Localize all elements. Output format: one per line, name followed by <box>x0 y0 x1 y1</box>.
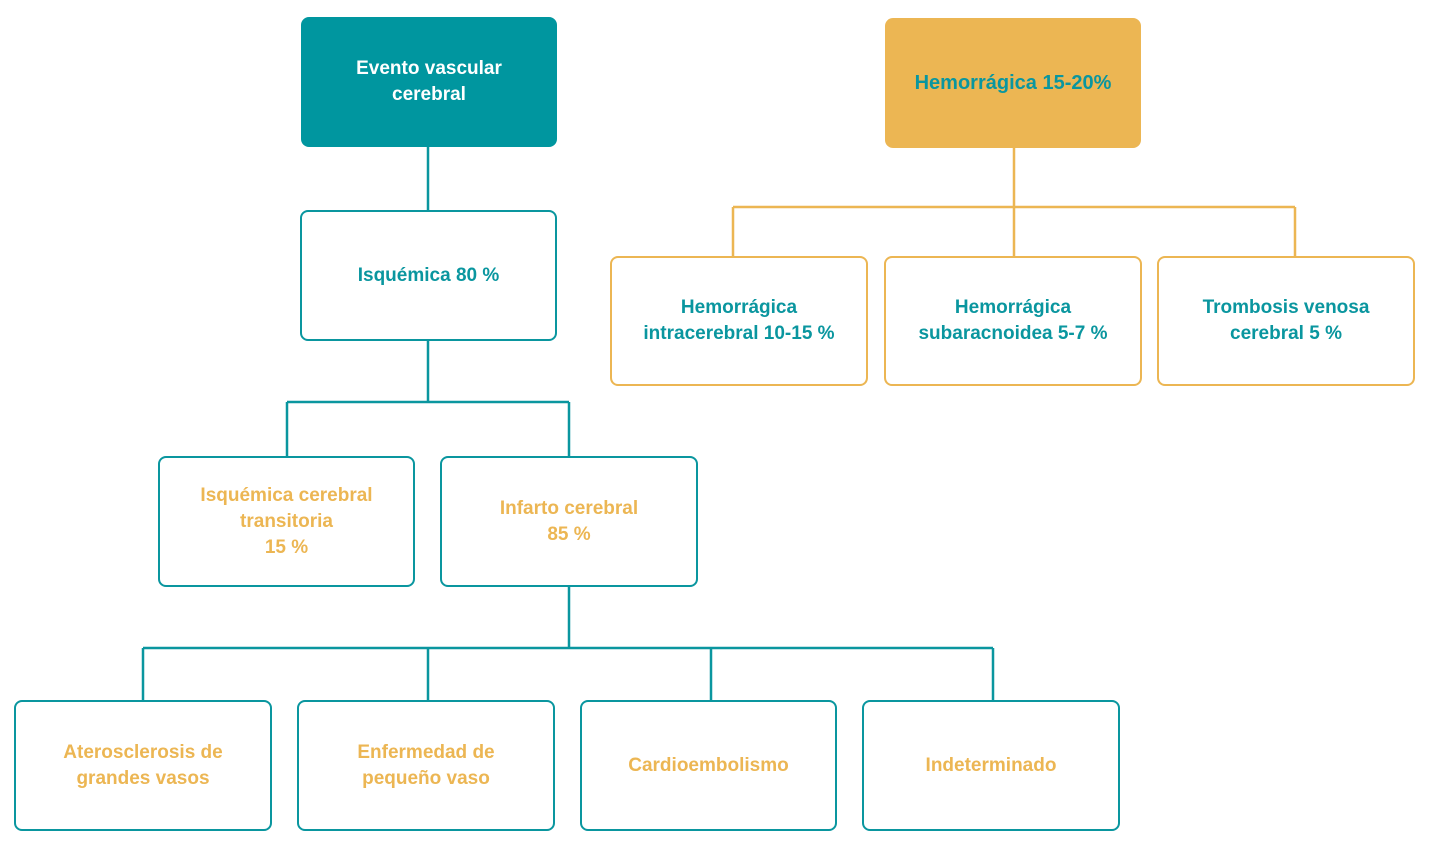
connector-ischemic-children <box>285 341 571 456</box>
small-vessel-disease-label: Enfermedad de pequeño vaso <box>357 741 495 789</box>
venous-thrombosis-node: Trombosis venosa cerebral 5 % <box>1157 256 1415 386</box>
connector-infarct-children <box>141 587 995 700</box>
hemorrhagic-node: Hemorrágica 15-20% <box>885 18 1141 148</box>
intracerebral-hemorrhage-label: Hemorrágica intracerebral 10-15 % <box>643 297 835 344</box>
root-node-stroke: Evento vascular cerebral <box>301 17 557 147</box>
undetermined-node: Indeterminado <box>862 700 1120 831</box>
venous-thrombosis-label: Trombosis venosa cerebral 5 % <box>1202 297 1370 344</box>
large-vessel-atherosclerosis-label: Aterosclerosis de grandes vasos <box>63 741 223 789</box>
root-node-label: Evento vascular cerebral <box>356 58 502 105</box>
large-vessel-atherosclerosis-node: Aterosclerosis de grandes vasos <box>14 700 272 831</box>
cardioembolism-node: Cardioembolismo <box>580 700 837 831</box>
hemorrhagic-node-label: Hemorrágica 15-20% <box>914 72 1112 94</box>
cerebral-infarct-node: Infarto cerebral 85 % <box>440 456 698 587</box>
ischemic-node-label: Isquémica 80 % <box>357 264 500 286</box>
transient-ischemic-label: Isquémica cerebral transitoria 15 % <box>200 484 373 558</box>
cerebral-infarct-label: Infarto cerebral 85 % <box>499 497 639 545</box>
ischemic-node: Isquémica 80 % <box>300 210 557 341</box>
small-vessel-disease-node: Enfermedad de pequeño vaso <box>297 700 555 831</box>
subarachnoid-hemorrhage-node: Hemorrágica subaracnoidea 5-7 % <box>884 256 1142 386</box>
transient-ischemic-node: Isquémica cerebral transitoria 15 % <box>158 456 415 587</box>
connector-hemorrhagic-children <box>731 148 1297 258</box>
undetermined-label: Indeterminado <box>925 754 1057 776</box>
cardioembolism-label: Cardioembolismo <box>628 754 789 776</box>
intracerebral-hemorrhage-node: Hemorrágica intracerebral 10-15 % <box>610 256 868 386</box>
subarachnoid-hemorrhage-label: Hemorrágica subaracnoidea 5-7 % <box>918 297 1108 344</box>
